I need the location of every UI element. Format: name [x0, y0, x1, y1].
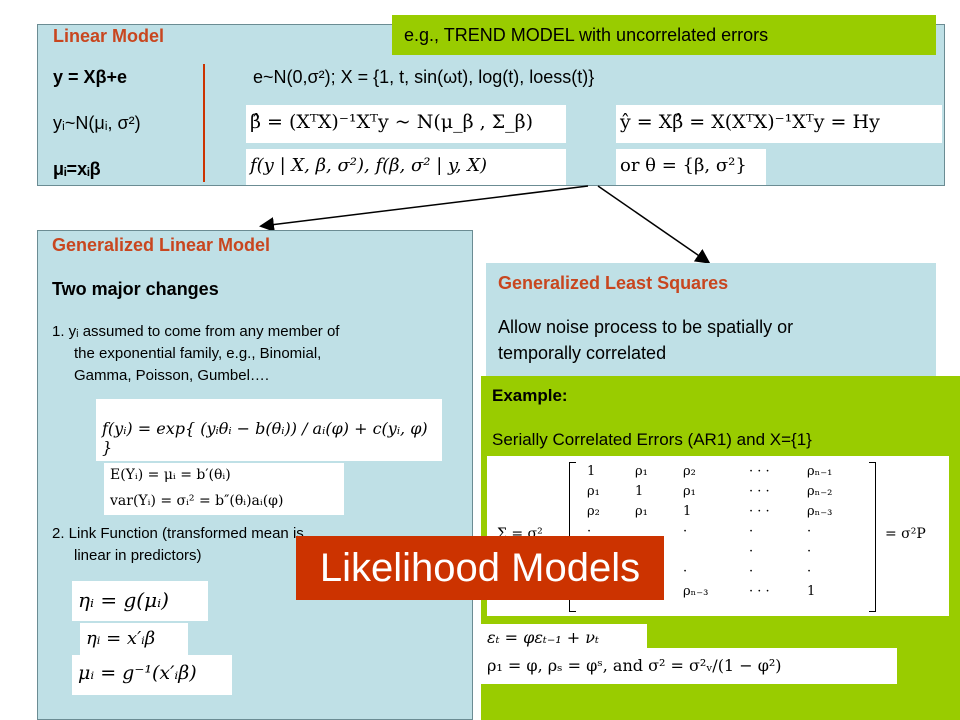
matrix-cell: · · ·: [749, 464, 770, 479]
matrix-cell: ·: [749, 564, 754, 579]
glm-item-2-line-1: 2. Link Function (transformed mean is: [52, 525, 304, 542]
matrix-rhs: = σ²P: [885, 526, 926, 542]
matrix-cell: ·: [807, 524, 812, 539]
mean-equation: E(Yᵢ) = μᵢ = b′(θᵢ): [104, 463, 344, 489]
matrix-cell: ·: [807, 564, 812, 579]
matrix-cell: ρ₂: [683, 464, 696, 479]
matrix-right-bracket: [869, 462, 876, 612]
likelihood-equation: f(y | X, β, σ²), f(β, σ² | y, X): [246, 149, 566, 185]
error-distribution-and-design: e~N(0,σ²); X = {1, t, sin(ωt), log(t), l…: [253, 67, 595, 87]
linear-predictor-equation: ηᵢ = x′ᵢβ: [80, 623, 188, 657]
matrix-cell: ρₙ₋₃: [807, 504, 833, 519]
matrix-cell: ρ₁: [683, 484, 696, 499]
matrix-cell: 1: [635, 484, 644, 499]
matrix-cell: ρₙ₋₃: [683, 584, 709, 599]
glm-item-1-line-1: 1. yᵢ assumed to come from any member of: [52, 323, 340, 340]
mean-definition: μᵢ=xᵢβ: [53, 159, 101, 179]
y-hat-equation: ŷ = Xβ̂ = X(XᵀX)⁻¹Xᵀy = Hy: [616, 105, 942, 143]
trend-model-text: e.g., TREND MODEL with uncorrelated erro…: [404, 25, 769, 45]
glm-panel: Generalized Linear Model Two major chang…: [37, 230, 473, 720]
rho-equation: ρ₁ = φ, ρₛ = φˢ, and σ² = σ²ᵥ/(1 − φ²): [481, 648, 897, 684]
matrix-cell: 1: [683, 504, 692, 519]
linear-model-divider: [203, 64, 205, 182]
matrix-cell: ·: [749, 524, 754, 539]
gls-title: Generalized Least Squares: [498, 273, 729, 293]
exponential-family-density: f(yᵢ) = exp{ (yᵢθᵢ − b(θᵢ)) / aᵢ(φ) + c(…: [96, 399, 442, 461]
matrix-cell: · · ·: [749, 504, 770, 519]
example-title: Example:: [492, 386, 568, 405]
glm-item-1-line-2: the exponential family, e.g., Binomial,: [74, 345, 322, 362]
gls-panel: Generalized Least Squares Allow noise pr…: [486, 263, 936, 378]
gls-line-1: Allow noise process to be spatially or: [498, 317, 794, 337]
linear-model-title: Linear Model: [53, 26, 165, 46]
gls-line-2: temporally correlated: [498, 343, 667, 363]
likelihood-models-label: Likelihood Models: [296, 536, 664, 600]
matrix-cell: ρₙ₋₁: [807, 464, 833, 479]
glm-item-1-line-3: Gamma, Poisson, Gumbel….: [74, 367, 270, 384]
matrix-cell: 1: [807, 584, 816, 599]
ar1-equation: εₜ = φεₜ₋₁ + νₜ: [481, 624, 647, 652]
matrix-cell: ·: [807, 544, 812, 559]
arrow-to-glm: [259, 185, 589, 232]
matrix-cell: 1: [587, 464, 596, 479]
matrix-cell: ·: [749, 544, 754, 559]
variance-equation: var(Yᵢ) = σᵢ² = b″(θᵢ)aᵢ(φ): [104, 489, 344, 515]
example-line-1: Serially Correlated Errors (AR1) and X={…: [492, 430, 812, 449]
matrix-cell: ρ₁: [587, 484, 600, 499]
link-function-equation: ηᵢ = g(μᵢ): [72, 581, 208, 621]
matrix-cell: · · ·: [749, 584, 770, 599]
glm-item-2-line-2: linear in predictors): [74, 547, 202, 564]
glm-title: Generalized Linear Model: [52, 235, 271, 255]
matrix-cell: ·: [683, 564, 688, 579]
glm-subtitle: Two major changes: [52, 279, 219, 299]
beta-hat-equation: β̂ = (XᵀX)⁻¹Xᵀy ~ N(μ_β , Σ_β): [246, 105, 566, 143]
inverse-link-equation: μᵢ = g⁻¹(x′ᵢβ): [72, 655, 232, 695]
matrix-cell: ·: [683, 524, 688, 539]
matrix-cell: ρ₁: [635, 504, 648, 519]
theta-equation: or θ = {β, σ²}: [616, 149, 766, 185]
matrix-cell: ρ₂: [587, 504, 600, 519]
matrix-cell: ·: [587, 524, 592, 539]
trend-model-note: e.g., TREND MODEL with uncorrelated erro…: [392, 15, 936, 55]
matrix-cell: · · ·: [749, 484, 770, 499]
linear-model-equation: y = Xβ+e: [53, 67, 128, 87]
matrix-cell: ρ₁: [635, 464, 648, 479]
matrix-cell: ρₙ₋₂: [807, 484, 833, 499]
arrow-to-gls: [597, 185, 711, 264]
response-distribution: yᵢ~N(μᵢ, σ²): [53, 113, 141, 133]
